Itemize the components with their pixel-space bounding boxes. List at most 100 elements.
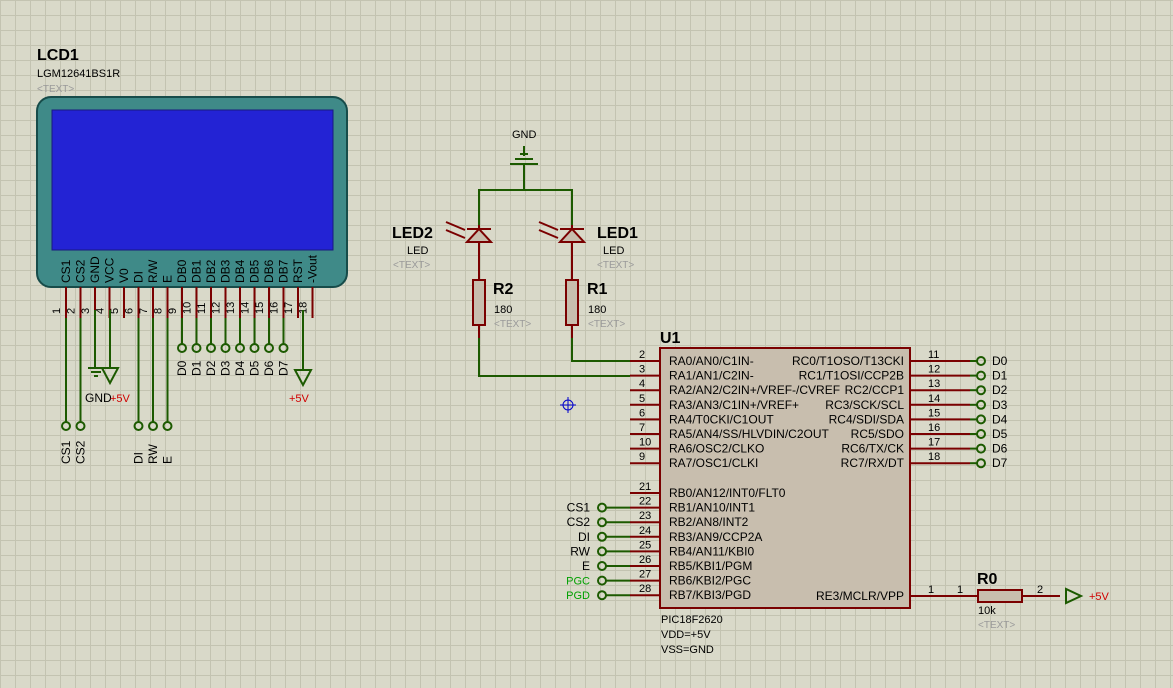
lcd-pin-label: DB5 — [248, 259, 262, 283]
led2-component[interactable]: LED2 LED <TEXT> — [392, 221, 494, 271]
lcd-pin-label: VCC — [103, 257, 117, 283]
mcu-rc-terminal[interactable] — [976, 414, 986, 425]
lcd-pin-number: 1 — [51, 308, 63, 314]
mcu-pin-name: RA3/AN3/C1IN+/VREF+ — [669, 398, 799, 412]
lcd-pin-number: 15 — [254, 302, 266, 314]
lcd-ctrl-terminal[interactable] — [133, 421, 144, 431]
mcu-pin-number: 17 — [928, 437, 940, 449]
lcd-pin-label: RST — [291, 258, 305, 283]
mcu-pin-name: RA4/T0CKI/C1OUT — [669, 412, 774, 426]
mclr-pin-number: 1 — [928, 584, 934, 596]
mcu-rc-net-label: D4 — [992, 412, 1008, 426]
mcu-pin-number: 11 — [928, 349, 939, 361]
mcu-pin-number: 15 — [928, 407, 940, 419]
mcu-pin-number: 6 — [639, 407, 645, 419]
mcu-pin-number: 14 — [928, 393, 940, 405]
lcd-data-terminal[interactable] — [249, 343, 260, 353]
lcd-data-terminal-label: D3 — [219, 360, 233, 376]
mcu-rb-net-label: CS1 — [567, 501, 591, 515]
r2-ref: R2 — [493, 281, 514, 298]
lcd-ctrl-terminal[interactable] — [148, 421, 158, 431]
led1-placeholder: <TEXT> — [597, 260, 634, 271]
mcu-pin-number: 21 — [639, 481, 651, 493]
lcd-data-terminal-label: D1 — [190, 360, 204, 376]
mcu-pin-name: RB1/AN10/INT1 — [669, 501, 755, 515]
lcd-component[interactable]: LCD1 LGM12641BS1R <TEXT> CS11CS22GND3VCC… — [36, 47, 348, 318]
lcd-data-terminal-label: D4 — [233, 360, 247, 376]
mcu-pin-name: RB0/AN12/INT0/FLT0 — [669, 486, 786, 500]
mcu-pin-number: 25 — [639, 539, 651, 551]
lcd-pin-label: DB7 — [277, 259, 291, 283]
mcu-pin-number: 26 — [639, 554, 651, 566]
mcu-pin-name: RC1/T1OSI/CCP2B — [799, 369, 904, 383]
lcd-ctrl-terminal-label: E — [161, 456, 175, 464]
mcu-pin-number: 22 — [639, 496, 651, 508]
led1-ref: LED1 — [597, 225, 638, 242]
lcd-data-terminal[interactable] — [235, 343, 245, 353]
r2-value: 180 — [494, 304, 512, 316]
mcu-rb-terminal[interactable] — [597, 561, 607, 571]
mcu-rc-terminal[interactable] — [976, 429, 986, 439]
lcd-ctrl-terminal[interactable] — [162, 421, 173, 431]
lcd-data-terminal[interactable] — [177, 343, 187, 353]
lcd-part: LGM12641BS1R — [37, 68, 120, 80]
mcu-pin-number: 7 — [639, 422, 645, 434]
mcu-rc-terminal[interactable] — [976, 443, 986, 454]
led1-value: LED — [603, 245, 624, 257]
lcd-data-terminal[interactable] — [220, 343, 231, 353]
mcu-mclr-name: RE3/MCLR/VPP — [816, 589, 904, 603]
lcd-ctrl-terminal[interactable] — [61, 421, 71, 431]
led1-component[interactable]: LED1 LED <TEXT> — [538, 221, 638, 271]
mcu-pin-name: RC4/SDI/SDA — [829, 412, 904, 426]
mcu-pin-name: RB3/AN9/CCP2A — [669, 530, 762, 544]
lcd-data-terminal[interactable] — [278, 343, 289, 353]
mcu-rb-terminal[interactable] — [597, 502, 607, 513]
mcu-pin-name: RC2/CCP1 — [845, 383, 905, 397]
mcu-pin-name: RA5/AN4/SS/HLVDIN/C2OUT — [669, 427, 829, 441]
lcd-pin-label: DB6 — [262, 259, 276, 283]
mcu-pin-number: 16 — [928, 422, 940, 434]
r1-component[interactable]: R1 180 <TEXT> — [565, 279, 625, 338]
lcd-ctrl-terminal-label: CS2 — [74, 440, 88, 464]
r0-pin2: 2 — [1037, 584, 1043, 596]
mcu-rb-terminal[interactable] — [597, 517, 607, 528]
mcu-pin-number: 24 — [639, 525, 651, 537]
mcu-rc-terminal[interactable] — [976, 458, 986, 469]
mcu-pin-number: 23 — [639, 510, 651, 522]
mcu-rc-terminal[interactable] — [976, 385, 986, 396]
lcd-ctrl-terminal-label: DI — [132, 452, 146, 464]
mcu-rb-net-label: E — [582, 559, 590, 573]
mcu-rb-terminal[interactable] — [597, 590, 607, 601]
mcu-pin-name: RA1/AN1/C2IN- — [669, 369, 754, 383]
mcu-rc-terminal[interactable] — [976, 356, 986, 366]
r2-component[interactable]: R2 180 <TEXT> — [472, 279, 531, 338]
lcd-pin-label: CS2 — [74, 259, 88, 283]
r1-value: 180 — [588, 304, 606, 316]
mcu-rc-terminal[interactable] — [976, 399, 986, 410]
mcu-rb-net-label: DI — [578, 530, 590, 544]
lcd-ctrl-terminal-label: CS1 — [59, 440, 73, 464]
r2-placeholder: <TEXT> — [494, 319, 531, 330]
mcu-rc-terminal[interactable] — [976, 370, 986, 381]
mcu-pin-number: 13 — [928, 378, 940, 390]
mcu-rb-terminal[interactable] — [597, 546, 607, 557]
vcc-arrow-lcd — [100, 367, 120, 386]
lcd-data-terminal[interactable] — [264, 343, 274, 353]
lcd-ctrl-terminal[interactable] — [75, 421, 86, 431]
mcu-rb-net-label: CS2 — [567, 515, 591, 529]
mcu-rb-terminal[interactable] — [597, 575, 607, 586]
lcd-data-terminal[interactable] — [191, 343, 202, 353]
lcd-vcc-label: +5V — [110, 393, 131, 405]
lcd-pin-number: 2 — [66, 308, 78, 314]
lcd-data-terminal[interactable] — [206, 343, 216, 353]
r0-placeholder: <TEXT> — [978, 620, 1015, 631]
lcd-pin-label: DB0 — [175, 259, 189, 283]
lcd-data-terminal-label: D5 — [248, 360, 262, 376]
mcu-pin-number: 27 — [639, 569, 651, 581]
mcu-rb-terminal[interactable] — [597, 531, 607, 542]
r0-component[interactable]: 1 1 2 R0 10k <TEXT> — [910, 571, 1060, 631]
mcu-pin-name: RA6/OSC2/CLKO — [669, 442, 764, 456]
mcu-pin-name: RA7/OSC1/CLKI — [669, 456, 758, 470]
mcu-rc-net-label: D3 — [992, 398, 1008, 412]
